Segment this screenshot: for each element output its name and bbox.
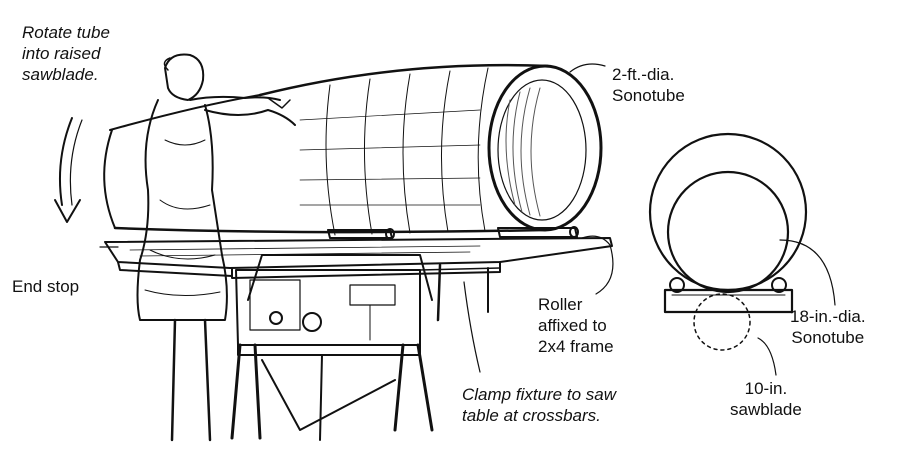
label-line: 2x4 frame: [538, 337, 614, 356]
rotation-arrow: [54, 117, 83, 223]
label-line: 18-in.-dia.: [790, 307, 866, 326]
label-end-stop: End stop: [12, 276, 79, 297]
label-line: Sonotube: [612, 86, 685, 105]
leader-lines: [99, 63, 836, 376]
label-line: End stop: [12, 277, 80, 296]
label-line: Roller: [538, 295, 583, 314]
label-line: Rotate tube: [22, 23, 110, 42]
leader-roller: [581, 235, 614, 295]
label-rotate-tube: Rotate tube into raised sawblade.: [22, 22, 110, 85]
leader-sawblade: [757, 337, 777, 376]
sonotube-2ft: [103, 63, 603, 236]
roller-assembly: [327, 226, 579, 240]
label-sawblade-10in: 10-in. sawblade: [730, 378, 802, 420]
label-line: sawblade: [730, 400, 802, 419]
saw-table: [104, 237, 613, 322]
label-line: 2-ft.-dia.: [612, 65, 675, 84]
label-line: Sonotube: [791, 328, 865, 347]
leader-sonotube-2ft: [569, 63, 606, 73]
label-roller: Roller affixed to 2x4 frame: [538, 294, 614, 357]
label-line: affixed to: [538, 316, 607, 335]
leader-clamp: [463, 281, 481, 373]
label-sonotube-18in: 18-in.-dia. Sonotube: [790, 306, 866, 348]
label-line: table at crossbars.: [462, 406, 601, 425]
label-line: 10-in.: [744, 379, 788, 398]
worker-figure: [136, 53, 296, 442]
cross-section-detail: [648, 132, 808, 351]
saw-cabinet: [235, 269, 421, 346]
label-line: into raised: [22, 44, 101, 63]
label-sonotube-2ft: 2-ft.-dia. Sonotube: [612, 64, 685, 106]
saw-stand: [230, 254, 434, 441]
leader-18in: [779, 239, 836, 306]
label-clamp-fixture: Clamp fixture to saw table at crossbars.: [462, 384, 616, 426]
label-line: Clamp fixture to saw: [462, 385, 616, 404]
label-line: sawblade.: [22, 65, 99, 84]
